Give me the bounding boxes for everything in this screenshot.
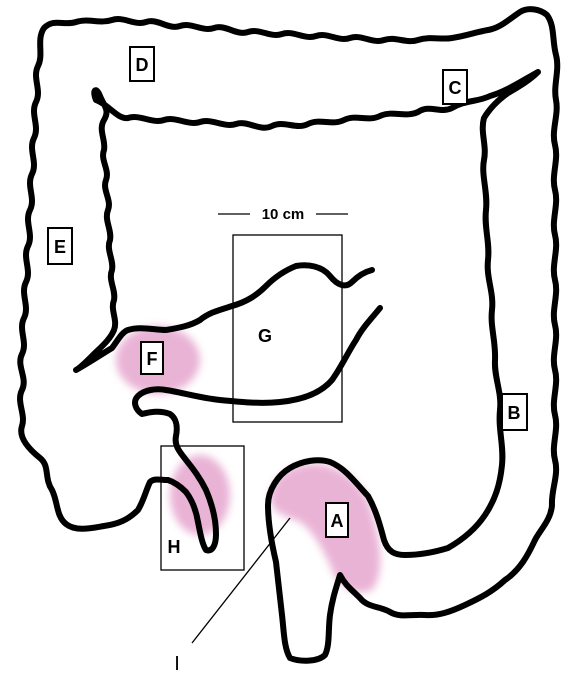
label-c: C (443, 70, 467, 104)
scale-bar: 10 cm (218, 206, 348, 223)
label-f: F (141, 342, 163, 374)
svg-text:D: D (136, 55, 149, 75)
label-d: D (130, 47, 154, 81)
svg-text:F: F (147, 349, 158, 369)
label-b: B (502, 394, 527, 430)
svg-text:B: B (508, 403, 521, 423)
region-box-g (233, 235, 342, 422)
label-a: A (326, 503, 348, 537)
scale-bar-text: 10 cm (262, 206, 305, 223)
colon-outer-wall (20, 9, 557, 661)
label-i: I (174, 653, 180, 675)
label-h: H (168, 537, 181, 557)
label-g: G (258, 326, 272, 346)
svg-text:E: E (54, 237, 66, 257)
svg-text:A: A (331, 511, 344, 531)
svg-text:C: C (449, 78, 462, 98)
label-e: E (48, 228, 72, 264)
